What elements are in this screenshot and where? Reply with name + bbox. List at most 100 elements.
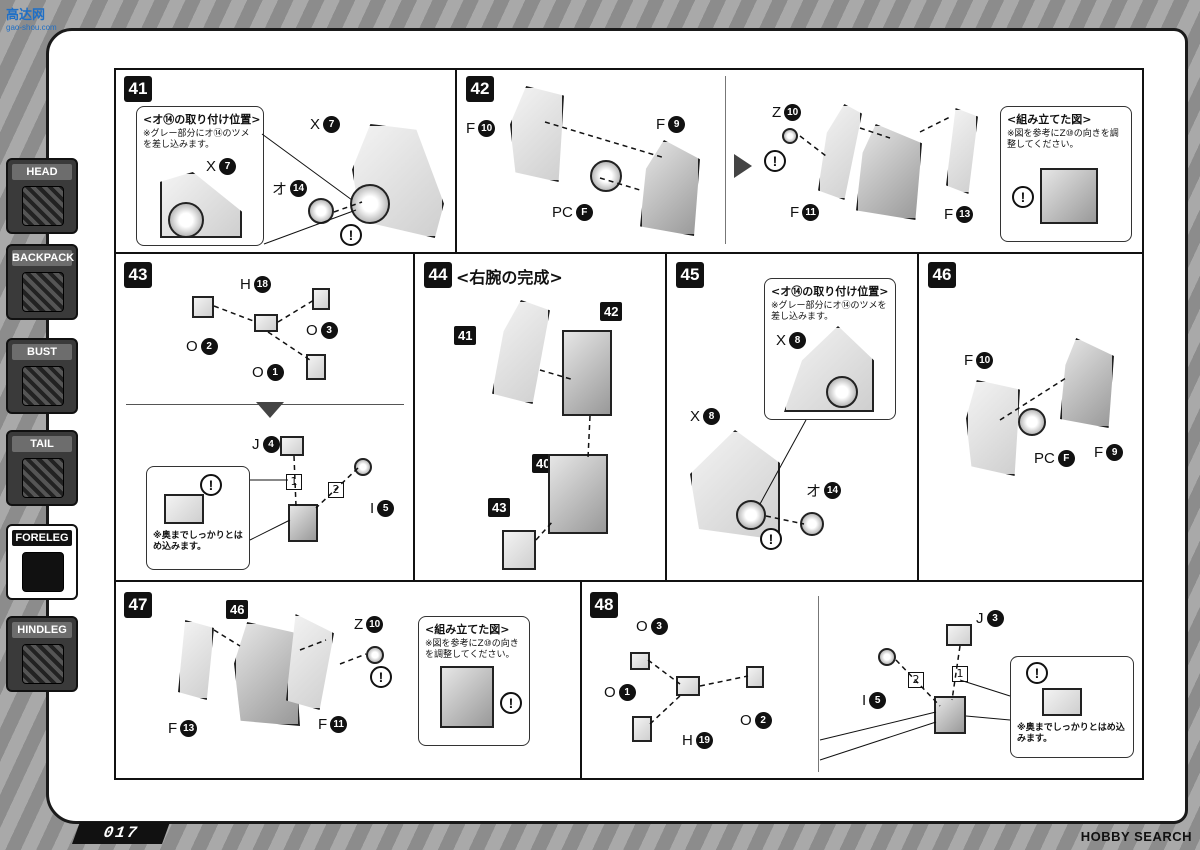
warning-icon: ! [1012, 186, 1034, 208]
logo-url: gao-shou.com [6, 23, 57, 32]
part-letter: O [740, 712, 752, 729]
tab-head[interactable]: HEAD [6, 158, 78, 234]
part-o3 [312, 288, 330, 310]
part-letter: O [186, 338, 198, 355]
part-letter: F [656, 116, 666, 133]
part-letter: I [862, 692, 867, 709]
part-o14 [800, 512, 824, 536]
part-hand-detail [164, 494, 204, 524]
part-number: 3 [986, 610, 1004, 627]
part-number: 3 [650, 618, 668, 635]
tab-hindleg[interactable]: HINDLEG [6, 616, 78, 692]
part-number: 14 [290, 180, 308, 197]
part-letter: J [252, 436, 260, 453]
part-letter: オ [272, 181, 288, 198]
part-letter: F [168, 720, 178, 737]
step-number: 41 [124, 76, 152, 102]
tab-bust[interactable]: BUST [6, 338, 78, 414]
tab-foreleg[interactable]: FORELEG [6, 524, 78, 600]
part-letter: F [318, 716, 328, 733]
sequence-marker: 1 [286, 474, 302, 490]
tab-label: HEAD [12, 164, 72, 180]
sequence-marker: 1 [952, 666, 968, 682]
part-number: 1 [618, 684, 636, 701]
note-text: ※グレー部分にオ⑭のツメを差し込みます。 [143, 129, 250, 150]
part-number: F [1057, 450, 1075, 467]
site-logo[interactable]: 高达网 gao-shou.com [6, 4, 74, 34]
part-letter: F [466, 120, 476, 137]
part-number: 13 [956, 206, 974, 223]
next-arrow-icon [734, 154, 752, 178]
part-number: 4 [262, 436, 280, 453]
down-arrow-icon [256, 402, 284, 418]
part-number: 11 [802, 204, 820, 221]
note-text: ※図を参考にZ⑩の向きを調整してください。 [425, 639, 519, 660]
note-text: ※奥までしっかりとはめ込みます。 [1017, 723, 1125, 744]
part-letter: O [306, 322, 318, 339]
part-hand-detail [1042, 688, 1082, 716]
tab-tail[interactable]: TAIL [6, 430, 78, 506]
warning-icon: ! [340, 224, 362, 246]
part-number: 18 [253, 276, 271, 293]
warning-icon: ! [1026, 662, 1048, 684]
part-joint [826, 376, 858, 408]
part-number: 7 [323, 116, 341, 133]
part-hand [288, 504, 318, 542]
part-number: 7 [219, 158, 237, 175]
part-letter: X [310, 116, 321, 133]
part-letter: J [976, 610, 984, 627]
part-hand [934, 696, 966, 734]
part-letter: Z [772, 104, 782, 121]
assembly-ref: 43 [488, 498, 511, 517]
row-divider [114, 252, 1144, 254]
part-o2 [746, 666, 764, 688]
part-h18 [254, 314, 278, 332]
part-letter: O [252, 364, 264, 381]
part-letter: O [604, 684, 616, 701]
part-number: 10 [366, 616, 384, 633]
part-letter: H [240, 276, 251, 293]
foreleg-icon [22, 552, 64, 592]
part-number: 5 [377, 500, 395, 517]
part-number: 11 [330, 716, 348, 733]
step-number: 46 [928, 262, 956, 288]
col-divider [665, 252, 667, 580]
note-text: ※奥までしっかりとはめ込みます。 [153, 531, 243, 552]
part-number: 10 [784, 104, 802, 121]
part-letter: Z [354, 616, 364, 633]
part-number: 1 [266, 364, 284, 381]
tab-backpack[interactable]: BACKPACK [6, 244, 78, 320]
warning-icon: ! [500, 692, 522, 714]
step-number: 42 [466, 76, 494, 102]
tail-icon [22, 458, 64, 498]
part-letter: X [776, 332, 787, 349]
part-z10 [782, 128, 798, 144]
part-number: 9 [1106, 444, 1124, 461]
warning-icon: ! [760, 528, 782, 550]
part-number: 10 [478, 120, 496, 137]
part-letter: X [690, 408, 701, 425]
row-divider [114, 580, 1144, 582]
note-title: <オ⑭の取り付け位置> [143, 113, 261, 126]
sequence-marker: 2 [908, 672, 924, 688]
part-letter: F [964, 352, 974, 369]
part-assembled-view [1040, 168, 1098, 224]
part-f10 [966, 380, 1020, 476]
part-joint [168, 202, 204, 238]
part-43-assembly [502, 530, 536, 570]
